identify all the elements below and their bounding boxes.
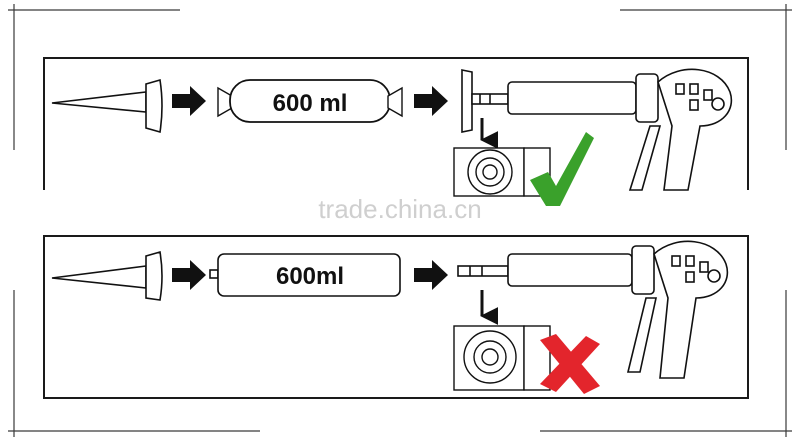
watermark: trade.china.cn	[318, 194, 481, 224]
cross-icon	[540, 334, 600, 394]
cartridge-icon: 600ml	[209, 253, 401, 297]
plunger-disc-icon	[453, 147, 551, 197]
panel-bottom-border	[43, 235, 749, 399]
caulking-gun-icon	[457, 240, 729, 379]
volume-label-top: 600 ml	[273, 90, 348, 117]
arrow-icon	[172, 260, 206, 290]
arrow-icon	[414, 86, 448, 116]
arrow-icon	[414, 260, 448, 290]
plunger-disc-icon	[453, 325, 551, 391]
panel-top-border	[43, 57, 749, 190]
caulking-gun-icon	[461, 68, 733, 191]
outer-frame	[8, 4, 792, 437]
nozzle-icon	[51, 78, 163, 134]
panel-top: 600 ml	[43, 57, 749, 206]
arrow-icon	[172, 86, 206, 116]
panel-bottom: 600ml	[43, 235, 749, 399]
nozzle-icon	[51, 250, 163, 301]
sausage-pack-icon: 600 ml	[217, 79, 403, 123]
checkmark-icon	[530, 132, 594, 206]
volume-label-bottom: 600ml	[276, 263, 344, 290]
